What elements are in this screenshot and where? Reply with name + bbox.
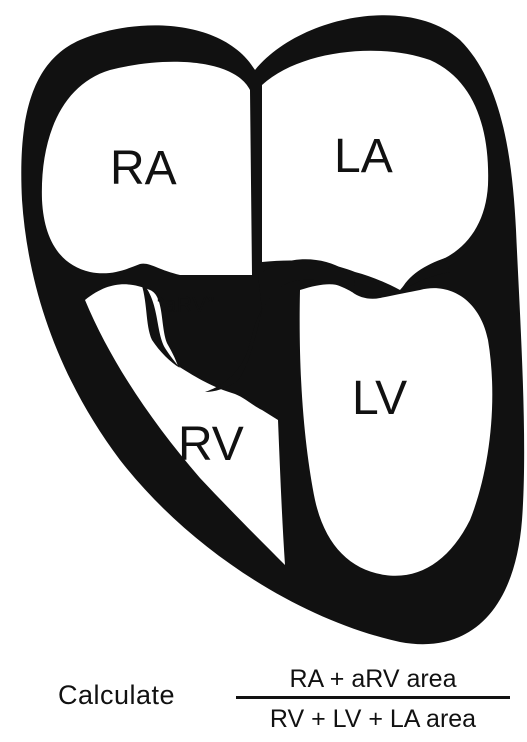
- label-arv: “aRV”: [157, 292, 214, 317]
- formula-denominator: RV + LV + LA area: [232, 699, 514, 734]
- label-rv: RV: [178, 418, 244, 471]
- formula-numerator: RA + aRV area: [232, 664, 514, 696]
- label-ra: RA: [110, 142, 177, 195]
- label-la: LA: [334, 130, 393, 183]
- formula-prefix: Calculate: [58, 680, 175, 711]
- formula-block: Calculate RA + aRV area RV + LV + LA are…: [0, 660, 527, 742]
- heart-diagram: RA LA “aRV” RV LV: [0, 0, 527, 660]
- label-lv: LV: [352, 372, 407, 425]
- formula-fraction: RA + aRV area RV + LV + LA area: [232, 664, 514, 734]
